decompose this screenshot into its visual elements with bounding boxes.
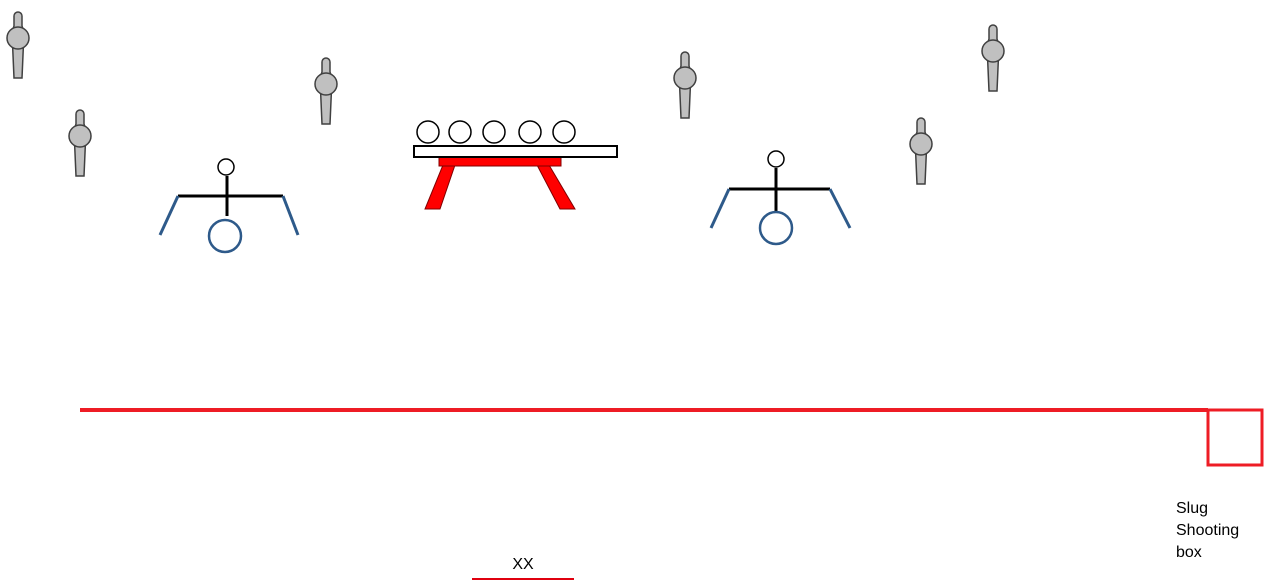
- table-leg-left: [424, 164, 456, 210]
- swinging-target-right: [709, 150, 852, 246]
- table-leg-right: [536, 164, 576, 210]
- swinger-bottom-plate: [758, 210, 794, 246]
- slug-shooting-box-label: Slug Shooting box: [1176, 498, 1239, 564]
- steel-plate-1: [416, 120, 440, 144]
- box-label-line-2: Shooting: [1176, 522, 1240, 539]
- plate-rack-table: [413, 120, 618, 210]
- popper-target-4: [673, 51, 697, 119]
- popper-target-3: [314, 57, 338, 125]
- box-label-line-3: box: [1176, 544, 1202, 561]
- table-top: [413, 145, 618, 158]
- popper-target-5: [909, 117, 933, 185]
- xx-underline: [472, 578, 574, 580]
- table-apron: [438, 156, 562, 167]
- swinger-no-shoot-right: [828, 188, 852, 229]
- popper-target-2: [68, 109, 92, 177]
- swinger-no-shoot-left: [158, 195, 180, 236]
- popper-target-6: [981, 24, 1005, 92]
- swinger-bottom-plate: [207, 218, 243, 254]
- swinger-top-plate: [767, 150, 785, 168]
- box-label-line-1: Slug: [1176, 500, 1209, 517]
- steel-plate-2: [448, 120, 472, 144]
- steel-plate-5: [552, 120, 576, 144]
- popper-target-1: [6, 11, 30, 79]
- swinging-target-left: [158, 158, 300, 254]
- slug-shooting-box: [1206, 408, 1264, 467]
- steel-plate-3: [482, 120, 506, 144]
- swinger-no-shoot-left: [709, 188, 731, 229]
- swinger-no-shoot-right: [281, 195, 300, 236]
- xx-label: XX: [512, 556, 534, 573]
- steel-plate-4: [518, 120, 542, 144]
- swinger-top-plate: [217, 158, 235, 176]
